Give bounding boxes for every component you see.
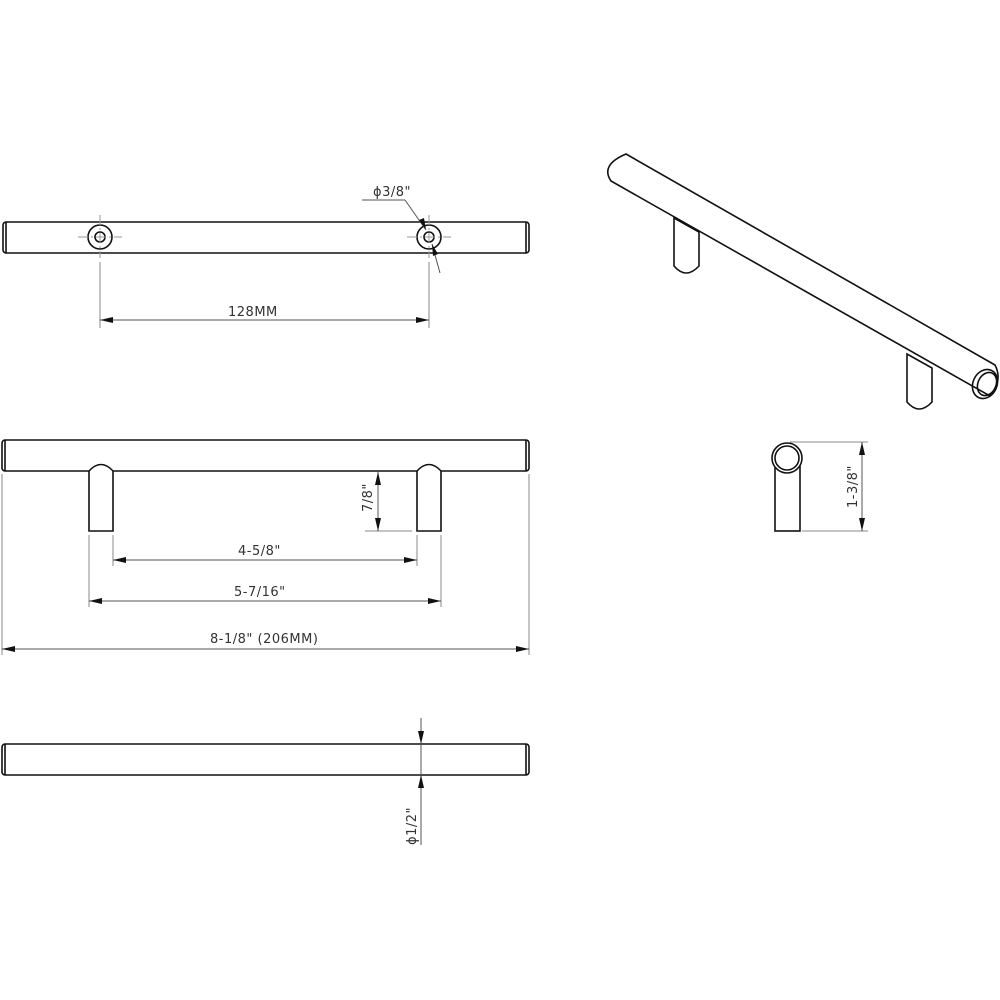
bar-front [1,439,530,472]
iso-post-left [673,216,700,274]
side-view: 1-3/8" [771,441,868,532]
hole-diameter-label: ϕ3/8" [373,185,411,200]
side-post [774,459,801,532]
bar-diameter-label: ϕ1/2" [405,807,420,845]
projection-label: 1-3/8" [846,465,861,508]
inner-spacing-label: 4-5/8" [238,544,281,559]
bar-top [2,221,530,254]
hole-diameter-dimension: ϕ3/8" [362,185,441,274]
outer-spacing-dimension: 5-7/16" [88,535,442,607]
bar-bottom [1,743,530,776]
isometric-view [607,153,999,410]
post-height-dimension: 7/8" [361,472,412,532]
mounting-hole-right [407,215,451,258]
hole-spacing-dimension: 128MM [99,262,430,328]
post-right [416,463,442,532]
overall-length-dimension: 8-1/8" (206MM) [1,474,530,655]
mounting-hole-left [78,215,122,258]
bottom-view: ϕ1/2" [1,718,530,845]
top-view: ϕ3/8" 128MM [2,185,530,328]
side-bar-end [771,442,803,474]
overall-length-label: 8-1/8" (206MM) [210,632,318,647]
outer-spacing-label: 5-7/16" [234,585,286,600]
inner-spacing-dimension: 4-5/8" [112,535,418,566]
iso-bar [607,153,999,398]
projection-dimension: 1-3/8" [790,441,868,532]
post-height-label: 7/8" [361,483,376,512]
iso-end-cap [971,368,999,400]
iso-post-right [906,352,933,410]
hole-spacing-label: 128MM [228,305,278,320]
front-view: 7/8" 4-5/8" 5-7/16" 8-1/8" (2 [1,439,530,655]
post-left [88,463,114,532]
bar-diameter-dimension: ϕ1/2" [405,718,424,845]
